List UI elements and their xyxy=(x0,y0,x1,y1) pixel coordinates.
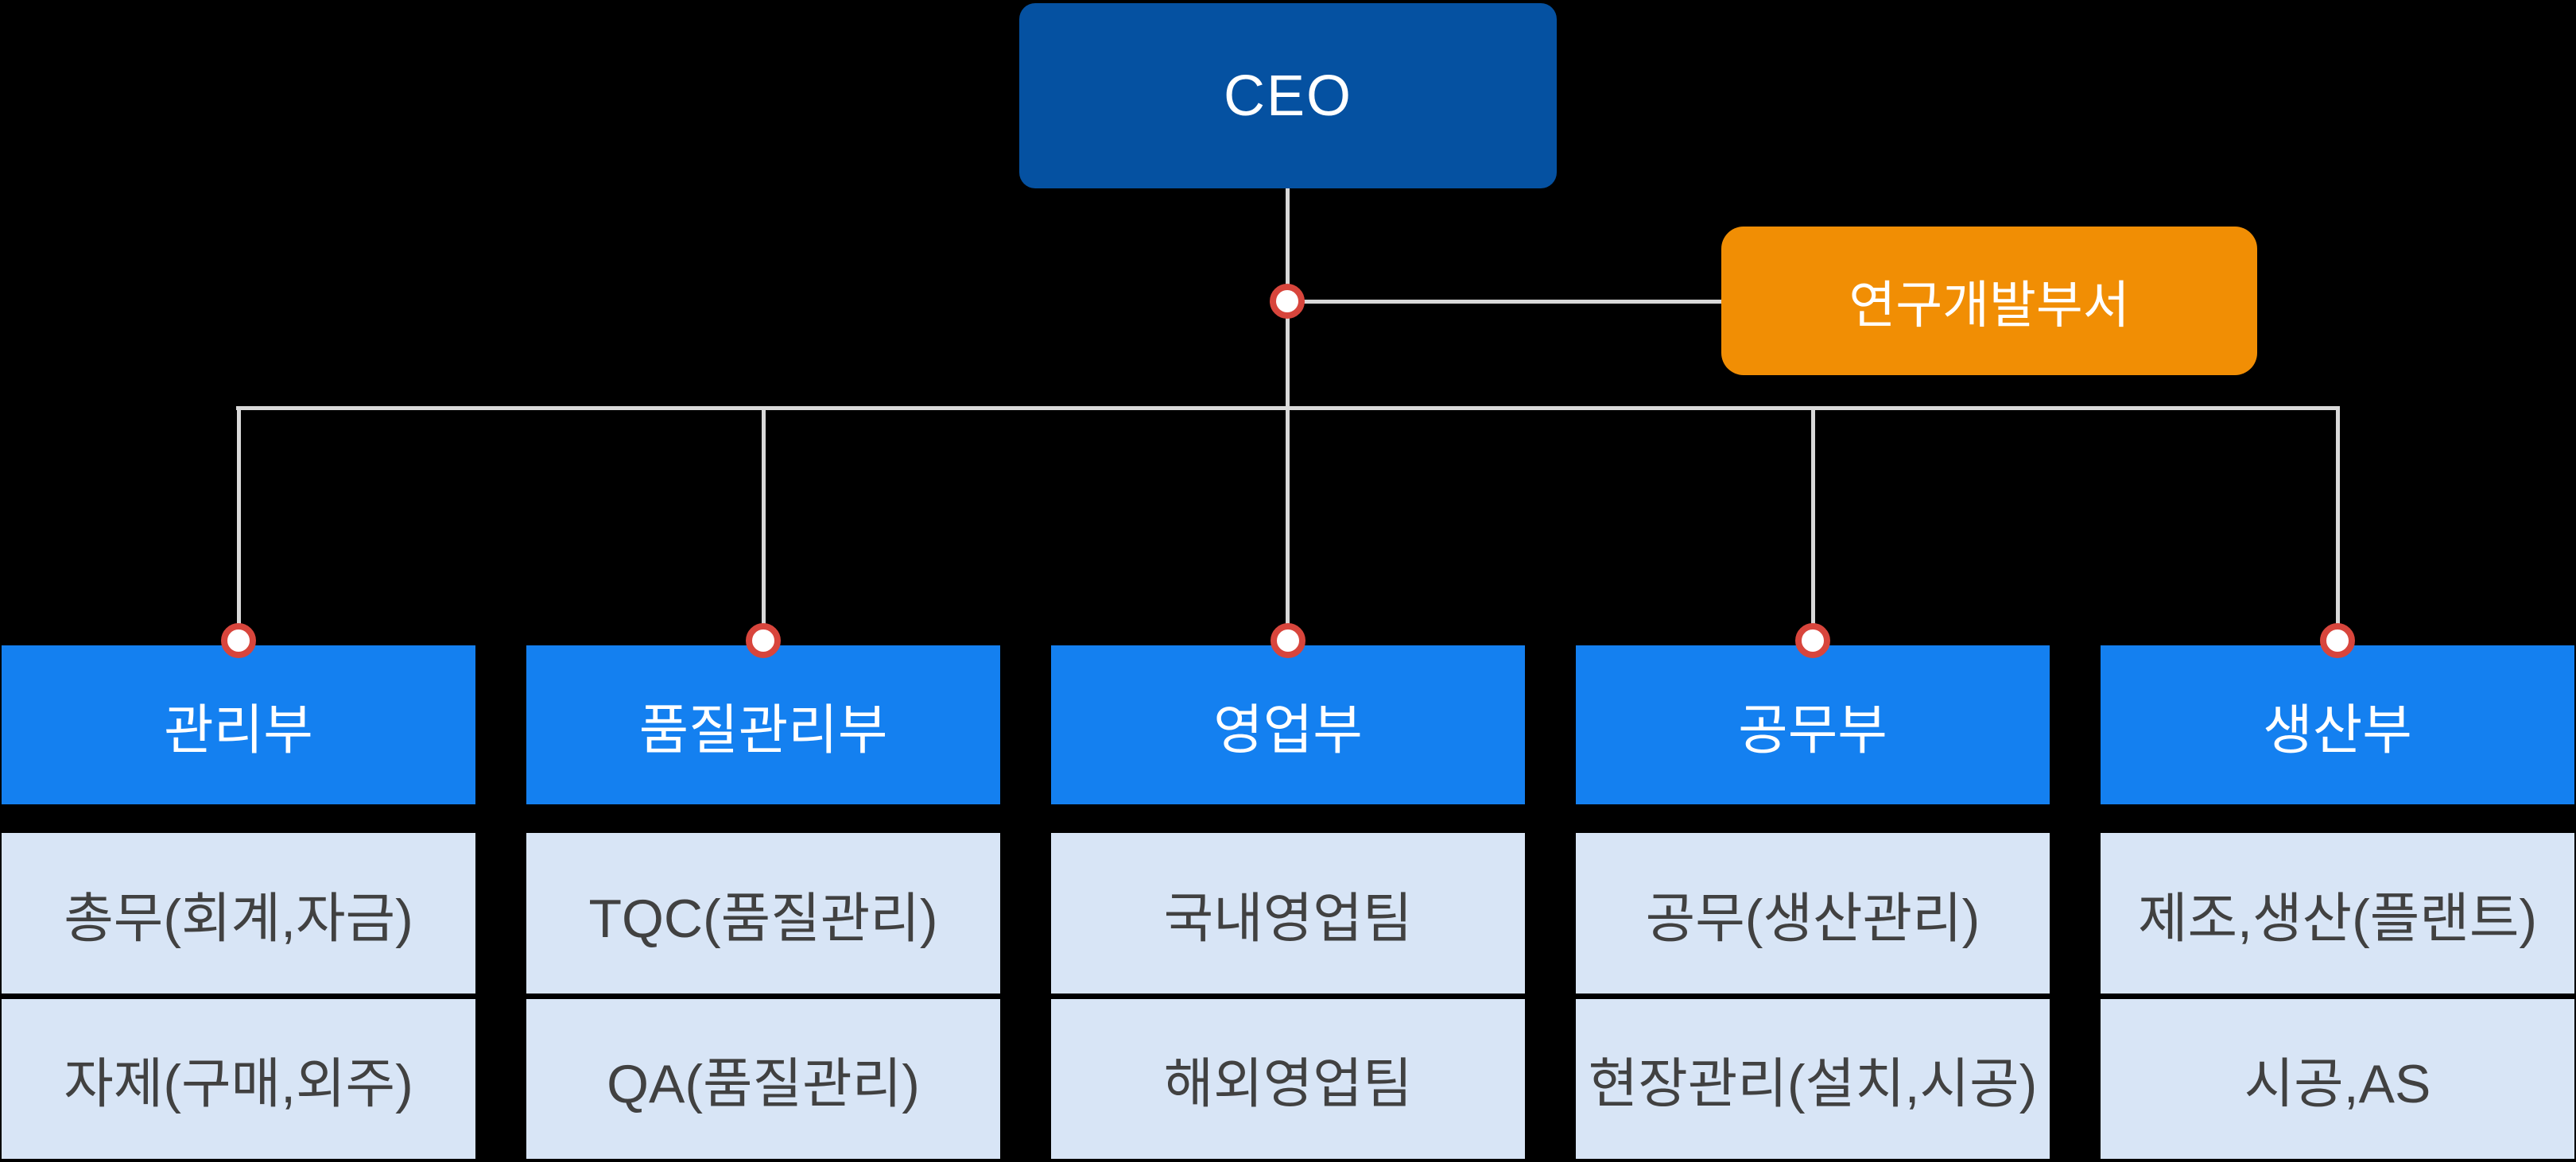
team-box: 국내영업팀 xyxy=(1051,833,1525,994)
team-label: 제조,생산(플랜트) xyxy=(2137,888,2538,949)
branch-line-dept-4 xyxy=(1811,406,1815,641)
dept-label: 공무부 xyxy=(1738,699,1887,761)
team-box: 해외영업팀 xyxy=(1051,999,1525,1159)
team-label: TQC(품질관리) xyxy=(588,888,938,949)
branch-dot-icon-dept-5 xyxy=(2320,623,2355,658)
dept-label: 관리부 xyxy=(164,699,313,761)
ceo-label: CEO xyxy=(1223,64,1353,128)
dept-box-pumjilgwanribu: 품질관리부 xyxy=(526,645,1000,804)
branch-dot-icon-dept-2 xyxy=(746,623,781,658)
dept-box-yeongeopbu: 영업부 xyxy=(1051,645,1525,804)
team-label: 해외영업팀 xyxy=(1163,1054,1413,1114)
ceo-vertical-connector-line xyxy=(1286,188,1290,636)
team-box: 공무(생산관리) xyxy=(1576,833,2050,994)
branch-line-dept-5 xyxy=(2336,406,2340,641)
team-box: 제조,생산(플랜트) xyxy=(2101,833,2574,994)
branch-dot-icon-dept-4 xyxy=(1795,623,1830,658)
team-label: 국내영업팀 xyxy=(1163,888,1413,949)
branch-line-dept-2 xyxy=(762,406,766,641)
branch-dot-icon-dept-1 xyxy=(221,623,256,658)
team-label: 공무(생산관리) xyxy=(1645,888,1980,949)
dept-box-saengsanbu: 생산부 xyxy=(2101,645,2574,804)
dept-label: 생산부 xyxy=(2263,699,2412,761)
team-box: 총무(회계,자금) xyxy=(2,833,475,994)
dept-label: 영업부 xyxy=(1213,699,1363,761)
rnd-department-node: 연구개발부서 xyxy=(1721,227,2257,375)
branch-dot-icon-dept-3 xyxy=(1271,623,1305,658)
branch-line-dept-1 xyxy=(237,406,241,641)
team-box: TQC(품질관리) xyxy=(526,833,1000,994)
team-label: 시공,AS xyxy=(2244,1054,2431,1114)
dept-label: 품질관리부 xyxy=(638,699,888,761)
team-label: 총무(회계,자금) xyxy=(64,888,413,949)
team-box: 자제(구매,외주) xyxy=(2,999,475,1159)
rnd-horizontal-connector-line xyxy=(1287,300,1721,304)
dept-box-gwanribu: 관리부 xyxy=(2,645,475,804)
team-box: 시공,AS xyxy=(2101,999,2574,1159)
distribution-line xyxy=(236,406,2340,410)
team-label: 현장관리(설치,시공) xyxy=(1588,1054,2038,1114)
team-label: 자제(구매,외주) xyxy=(64,1054,413,1114)
junction-dot-icon xyxy=(1270,284,1305,319)
team-label: QA(품질관리) xyxy=(607,1054,920,1114)
team-box: QA(품질관리) xyxy=(526,999,1000,1159)
dept-box-gongmubu: 공무부 xyxy=(1576,645,2050,804)
rnd-department-label: 연구개발부서 xyxy=(1849,276,2130,334)
ceo-node: CEO xyxy=(1019,3,1557,188)
team-box: 현장관리(설치,시공) xyxy=(1576,999,2050,1159)
